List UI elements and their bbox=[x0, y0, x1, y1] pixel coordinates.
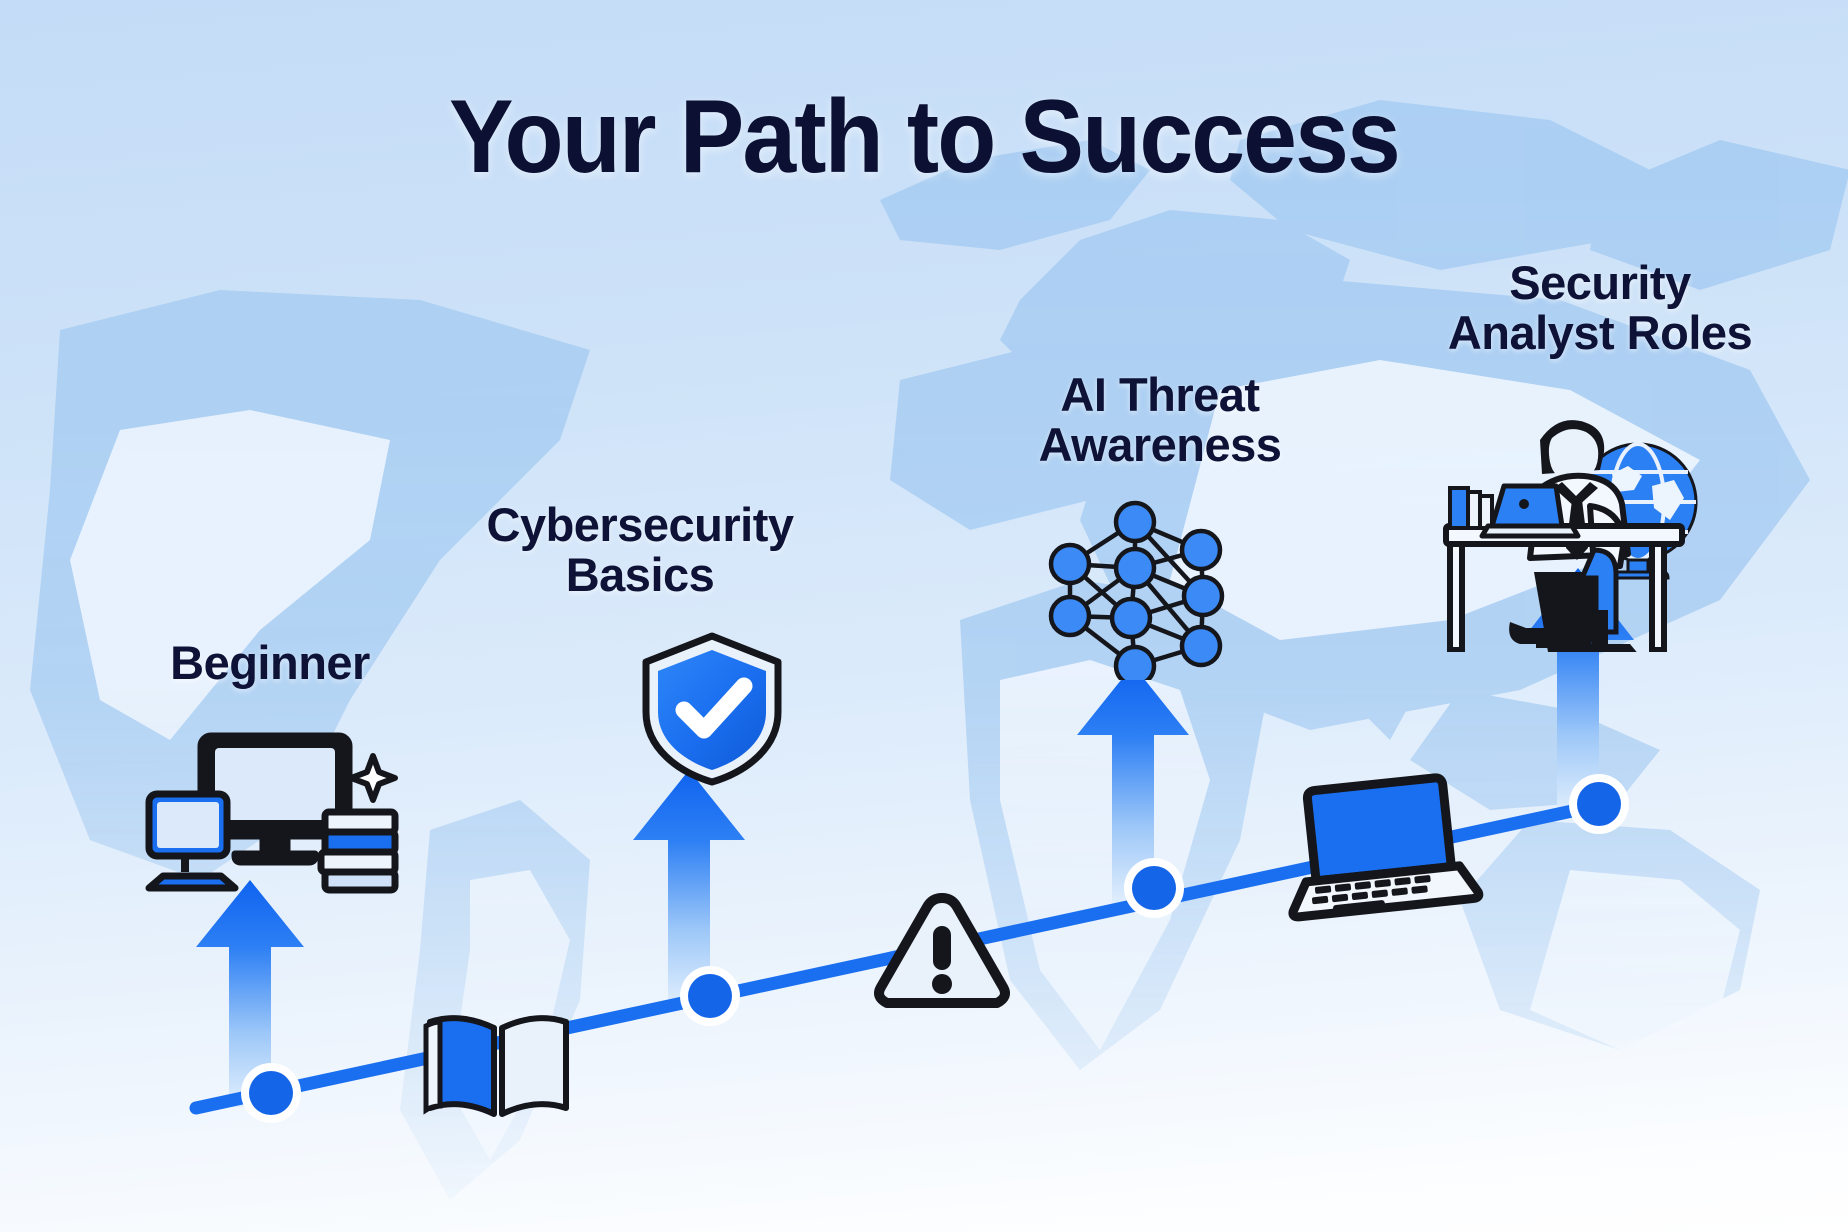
desk-laptop bbox=[1479, 483, 1581, 539]
step-label-cybersecurity-basics: Cybersecurity Basics bbox=[486, 498, 795, 601]
warning-triangle-icon bbox=[874, 893, 1010, 1008]
desk-books bbox=[1448, 486, 1494, 530]
neural-network-icon bbox=[1048, 500, 1225, 680]
arrow-cybersecurity-basics bbox=[633, 770, 745, 1007]
path-node-security-analyst-roles[interactable] bbox=[1569, 774, 1629, 834]
path-node-beginner[interactable] bbox=[241, 1063, 301, 1123]
office-chair bbox=[1563, 547, 1637, 652]
arrow-beginner bbox=[196, 880, 304, 1107]
step-label-beginner: Beginner bbox=[170, 636, 370, 689]
computer-devices-icon bbox=[145, 732, 399, 894]
path-nodes bbox=[241, 774, 1629, 1123]
path-node-ai-threat-awareness[interactable] bbox=[1124, 858, 1184, 918]
laptop-icon bbox=[1288, 773, 1484, 922]
open-book-icon bbox=[423, 1015, 569, 1117]
shield-check-icon bbox=[642, 632, 782, 786]
step-label-security-analyst-roles: Security Analyst Roles bbox=[1447, 256, 1753, 359]
page-title: Your Path to Success bbox=[449, 79, 1401, 195]
arrow-ai-threat-awareness bbox=[1077, 665, 1189, 905]
step-label-ai-threat-awareness: AI Threat Awareness bbox=[1038, 368, 1282, 471]
analyst-at-desk-icon bbox=[1443, 420, 1698, 652]
path-node-cybersecurity-basics[interactable] bbox=[680, 966, 740, 1026]
